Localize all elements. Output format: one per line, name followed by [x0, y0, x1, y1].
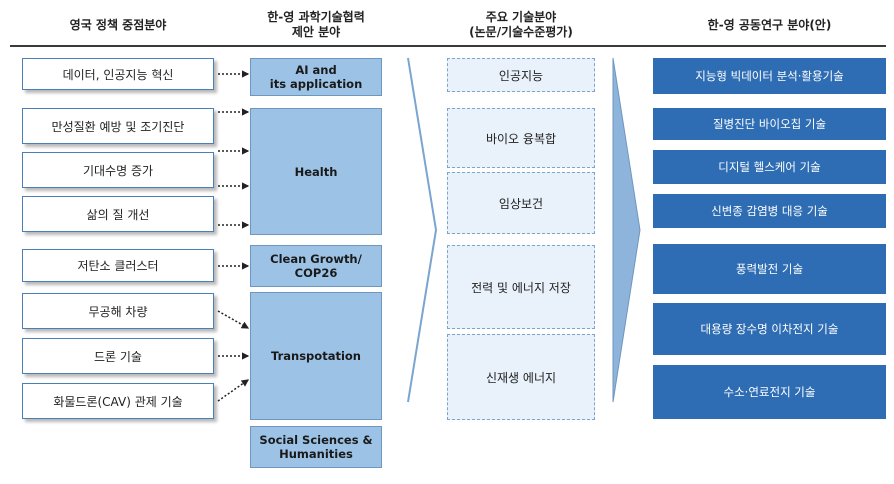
policy-item-life-expectancy: 기대수명 증가 [22, 152, 214, 188]
joint-research-wind-power: 풍력발전 기술 [653, 244, 886, 294]
tech-field-clinical-health: 임상보건 [447, 172, 595, 234]
joint-research-digital-health: 디지털 헬스케어 기술 [653, 150, 886, 184]
joint-research-hydrogen-fuel-cell: 수소·연료전지 기술 [653, 365, 886, 419]
policy-item-data-ai: 데이터, 인공지능 혁신 [22, 58, 214, 90]
triangle-arrow-2 [612, 57, 641, 403]
header-joint: 한-영 공동연구 분야(안) [707, 17, 832, 32]
tech-field-power-storage: 전력 및 에너지 저장 [447, 245, 595, 329]
joint-research-secondary-battery: 대용량 장수명 이차전지 기술 [653, 303, 886, 355]
header-policy: 영국 정책 중점분야 [69, 17, 167, 32]
connector-cargo-drone [217, 379, 250, 402]
policy-item-quality-of-life: 삶의 질 개선 [22, 196, 214, 232]
coop-area-transportation: Transpotation [250, 292, 382, 420]
policy-item-cargo-drone: 화물드론(CAV) 관제 기술 [22, 383, 214, 419]
joint-research-big-data: 지능형 빅데이터 분석·활용기술 [653, 58, 886, 94]
header-tech: 주요 기술분야 (논문/기술수준평가) [469, 10, 573, 39]
connector-zero-emission [217, 310, 250, 329]
coop-area-social-sciences: Social Sciences & Humanities [250, 426, 382, 468]
coop-area-clean-growth: Clean Growth/ COP26 [250, 245, 382, 287]
joint-research-infectious-disease: 신변종 감염병 대응 기술 [653, 194, 886, 228]
header-divider [10, 45, 886, 47]
coop-area-ai: AI and its application [250, 58, 382, 96]
tech-field-ai: 인공지능 [447, 58, 595, 92]
coop-area-health: Health [250, 108, 382, 235]
tech-field-bio-convergence: 바이오 융복합 [447, 108, 595, 168]
policy-item-drone: 드론 기술 [22, 338, 214, 374]
policy-item-low-carbon: 저탄소 클러스터 [22, 249, 214, 282]
joint-research-biochip: 질병진단 바이오칩 기술 [653, 108, 886, 140]
chevron-arrow-1 [407, 57, 438, 403]
policy-item-chronic-disease: 만성질환 예방 및 조기진단 [22, 108, 214, 144]
header-coop: 한-영 과학기술협력 제안 분야 [267, 10, 365, 39]
tech-field-renewable: 신재생 에너지 [447, 334, 595, 420]
policy-item-zero-emission: 무공해 차량 [22, 293, 214, 329]
